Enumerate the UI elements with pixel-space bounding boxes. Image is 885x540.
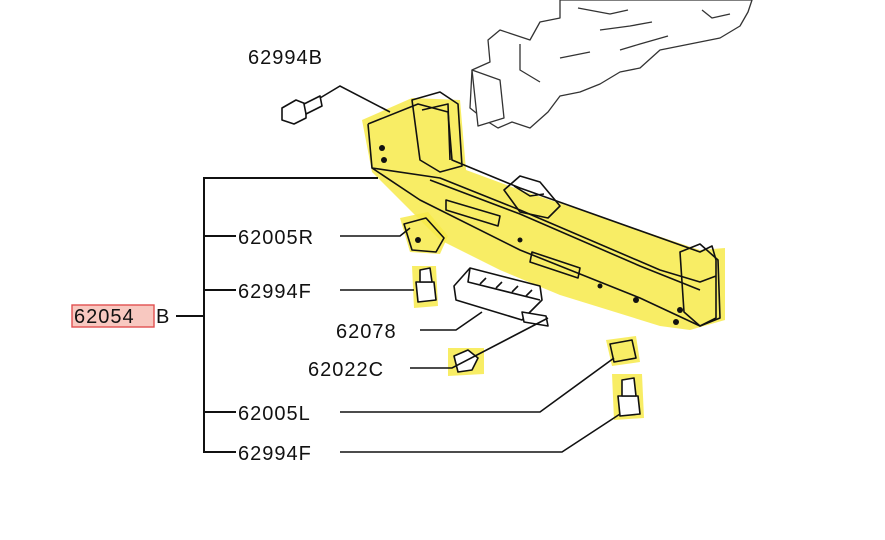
bolt-62994f-lower — [612, 374, 644, 420]
bolt-62994b — [281, 95, 323, 125]
leader-lines — [319, 85, 621, 453]
assembly-number-highlight — [71, 304, 155, 328]
label-62005r[interactable]: 62005R — [238, 227, 314, 249]
bracket-62005l — [606, 336, 640, 366]
bolt-62994f-upper — [412, 266, 438, 308]
absorber-62078 — [453, 267, 549, 327]
label-62078[interactable]: 62078 — [336, 321, 397, 343]
label-62005l[interactable]: 62005L — [238, 403, 311, 425]
label-62994f-upper[interactable]: 62994F — [238, 281, 312, 303]
label-62994b[interactable]: 62994B — [248, 47, 323, 69]
label-assembly-number[interactable]: 62054 — [74, 306, 135, 328]
label-assembly-suffix: B — [156, 306, 170, 328]
bracket-62005r — [400, 212, 448, 254]
assembly-bracket — [176, 177, 378, 453]
label-62022c[interactable]: 62022C — [308, 359, 384, 381]
label-62994f-lower[interactable]: 62994F — [238, 443, 312, 465]
bumper-reinforcement — [362, 91, 725, 330]
clip-62022c — [448, 348, 484, 376]
engine-outline — [469, 0, 753, 129]
